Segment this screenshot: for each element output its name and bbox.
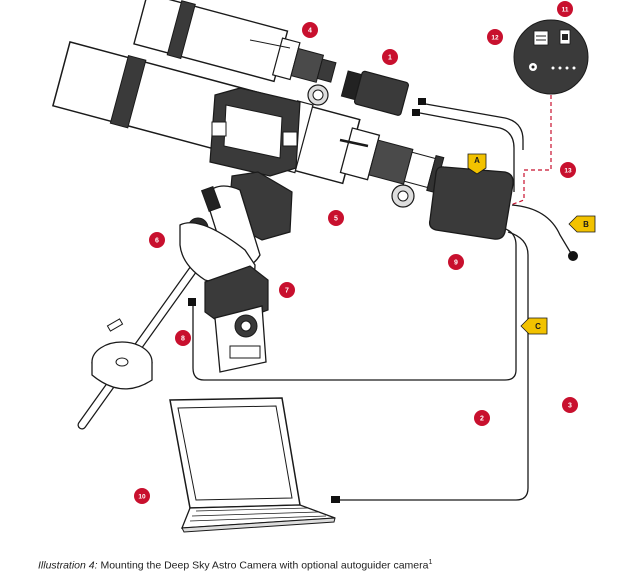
marker-circle — [562, 397, 578, 413]
tag-label: C — [535, 322, 541, 331]
tag-shape — [467, 153, 487, 175]
marker-circle — [474, 410, 490, 426]
marker-label: 4 — [308, 28, 312, 35]
marker-label: 12 — [491, 35, 499, 42]
camera-back-inset — [513, 19, 589, 95]
mount-plug — [188, 298, 196, 306]
marker-label: 2 — [480, 416, 484, 423]
guider-plug-lower — [412, 109, 420, 116]
cable-13-dashed — [507, 88, 552, 207]
marker-9: 9 — [448, 254, 464, 270]
marker-3: 3 — [562, 397, 578, 413]
marker-label: 8 — [181, 336, 185, 343]
marker-label: 1 — [388, 55, 392, 62]
marker-circle — [557, 1, 573, 17]
marker-10: 10 — [134, 488, 150, 504]
tag-a: A — [467, 153, 487, 175]
cable-guider-lower — [419, 112, 515, 192]
marker-7: 7 — [279, 282, 295, 298]
marker-circle — [560, 162, 576, 178]
caption-footnote: 1 — [428, 559, 433, 566]
marker-label: 6 — [155, 238, 159, 245]
caption-text: Mounting the Deep Sky Astro Camera with … — [97, 559, 429, 572]
marker-label: 11 — [562, 7, 569, 14]
tag-label: B — [583, 220, 589, 229]
figure-caption: Illustration 4: Mounting the Deep Sky As… — [38, 559, 432, 572]
marker-circle — [175, 330, 191, 346]
marker-circle — [279, 282, 295, 298]
counterweight — [91, 341, 153, 390]
marker-circle — [487, 29, 503, 45]
guide-scope — [133, 0, 337, 106]
marker-4: 4 — [302, 22, 318, 38]
marker-label: 10 — [138, 494, 146, 501]
marker-2: 2 — [474, 410, 490, 426]
marker-circle — [448, 254, 464, 270]
marker-circle — [149, 232, 165, 248]
marker-circle — [302, 22, 318, 38]
tag-c: C — [520, 317, 548, 335]
letter-tags: A B C — [467, 153, 596, 335]
marker-label: 7 — [285, 288, 289, 295]
marker-label: 3 — [568, 403, 572, 410]
tag-shape — [520, 317, 548, 335]
marker-6: 6 — [149, 232, 165, 248]
marker-circle — [382, 49, 398, 65]
tag-b: B — [568, 215, 596, 233]
mount — [77, 171, 293, 430]
cable-3-camera-to-laptop — [340, 231, 529, 501]
marker-circle — [134, 488, 150, 504]
laptop — [169, 397, 336, 533]
autoguider-camera — [340, 70, 409, 116]
tag-shape — [568, 215, 596, 233]
laptop-usb-plug — [331, 496, 340, 503]
marker-11: 11 — [557, 1, 573, 17]
marker-13: 13 — [560, 162, 576, 178]
marker-8: 8 — [175, 330, 191, 346]
caption-prefix: Illustration 4: — [38, 559, 98, 572]
cable-autoguider-to-mount — [419, 102, 524, 150]
power-plug — [568, 251, 578, 261]
deep-sky-camera — [428, 166, 514, 240]
marker-label: 9 — [454, 260, 458, 267]
guide-scope-rings — [209, 87, 301, 177]
marker-12: 12 — [487, 29, 503, 45]
marker-label: 5 — [334, 216, 338, 223]
marker-1: 1 — [382, 49, 398, 65]
marker-5: 5 — [328, 210, 344, 226]
tag-label: A — [474, 156, 480, 165]
cables — [192, 102, 573, 501]
usb-port — [533, 30, 549, 46]
marker-circle — [328, 210, 344, 226]
cable-b-power — [511, 204, 573, 256]
cable-2-mount-loop — [192, 227, 517, 381]
marker-label: 13 — [564, 168, 572, 175]
guider-plug-upper — [418, 98, 426, 105]
